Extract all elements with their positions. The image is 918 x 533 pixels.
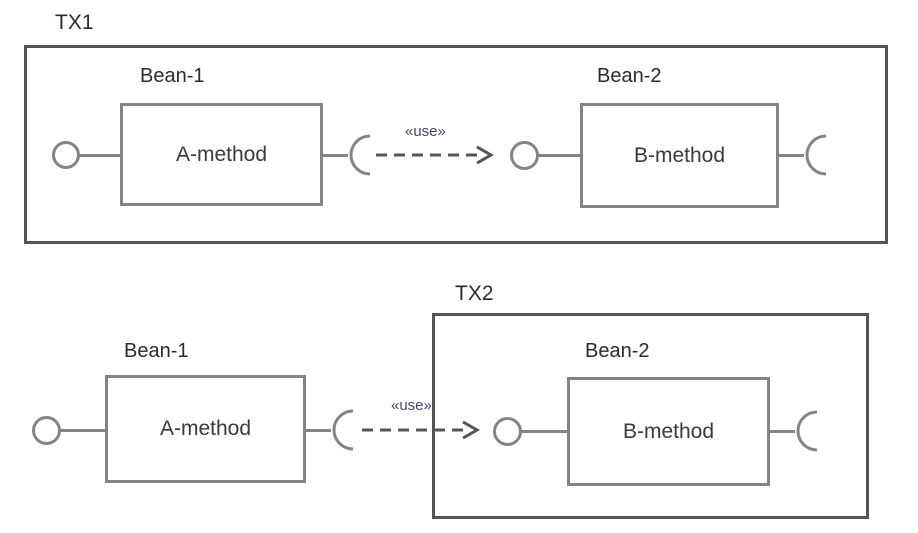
tx2-bean-2-required-interface-socket-icon xyxy=(791,408,821,454)
tx1-bean-2-component: B-method xyxy=(580,103,779,208)
tx1-use-dependency-arrow-icon xyxy=(376,146,500,164)
tx1-bean-2-required-interface-socket-icon xyxy=(800,132,830,178)
tx2-bean-1-label: Bean-1 xyxy=(124,340,189,362)
tx2-bean-2-provided-interface-stub xyxy=(521,430,569,433)
tx1-bean-1-required-interface-stub xyxy=(322,154,348,157)
tx2-bean-1-required-interface-socket-icon xyxy=(327,407,357,453)
tx2-bean-1-provided-interface-stub xyxy=(60,429,108,432)
tx2-bean-2-label: Bean-2 xyxy=(585,340,650,362)
tx2-bean-2-method-label: B-method xyxy=(622,419,715,443)
tx1-transaction-boundary xyxy=(24,45,888,244)
tx1-bean-2-method-label: B-method xyxy=(633,143,726,167)
tx2-use-dependency-arrow-icon xyxy=(362,421,488,439)
tx2-bean-2-provided-interface-ball-icon xyxy=(493,417,522,446)
tx1-bean-2-label: Bean-2 xyxy=(597,65,662,87)
tx2-use-stereotype-label: «use» xyxy=(391,397,432,414)
tx1-bean-1-required-interface-socket-icon xyxy=(344,132,374,178)
tx1-use-stereotype-label: «use» xyxy=(405,123,446,140)
tx1-bean-2-provided-interface-ball-icon xyxy=(510,141,539,170)
tx2-transaction-boundary xyxy=(432,313,869,519)
tx1-bean-1-provided-interface-stub xyxy=(79,154,121,157)
tx2-boundary-label: TX2 xyxy=(455,282,494,305)
tx2-bean-1-required-interface-stub xyxy=(305,429,331,432)
tx2-bean-1-provided-interface-ball-icon xyxy=(32,416,61,445)
tx2-bean-2-component: B-method xyxy=(567,377,770,486)
tx1-bean-1-label: Bean-1 xyxy=(140,65,205,87)
tx2-bean-1-component: A-method xyxy=(105,375,306,483)
tx1-bean-2-required-interface-stub xyxy=(778,154,804,157)
tx1-bean-2-provided-interface-stub xyxy=(538,154,582,157)
tx1-bean-1-method-label: A-method xyxy=(175,142,268,166)
tx1-bean-1-component: A-method xyxy=(120,103,323,206)
tx2-bean-2-required-interface-stub xyxy=(769,430,795,433)
tx1-bean-1-provided-interface-ball-icon xyxy=(52,141,80,169)
tx1-boundary-label: TX1 xyxy=(55,11,94,34)
tx2-bean-1-method-label: A-method xyxy=(159,417,252,440)
